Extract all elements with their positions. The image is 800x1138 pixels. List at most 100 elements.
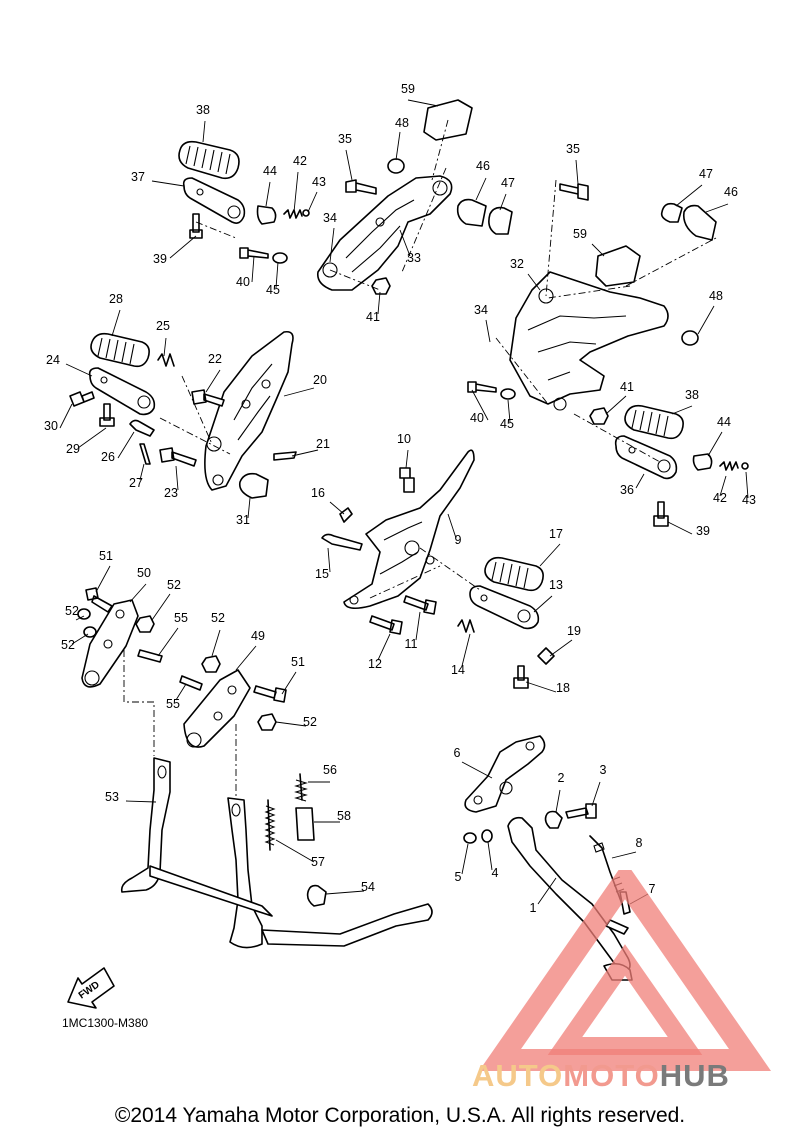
bolt-30	[69, 391, 95, 407]
callout-49: 49	[251, 629, 265, 643]
callout-40: 40	[236, 275, 250, 289]
footrest-37	[182, 177, 246, 224]
bolt-3	[565, 803, 597, 819]
collar-46-upper	[456, 198, 487, 227]
bolt-18	[513, 665, 529, 689]
callout-labels: 5948383535424443464747463734333940454159…	[44, 82, 756, 915]
callout-26: 26	[101, 450, 115, 464]
callout-27: 27	[129, 476, 143, 490]
callout-41: 41	[366, 310, 380, 324]
callout-51: 51	[291, 655, 305, 669]
callout-55: 55	[174, 611, 188, 625]
callout-50: 50	[137, 566, 151, 580]
callout-57: 57	[311, 855, 325, 869]
callout-46: 46	[724, 185, 738, 199]
callout-47: 47	[501, 176, 515, 190]
bolt-35-upper	[345, 179, 377, 195]
footrest-36	[614, 435, 678, 480]
bolt-39-right	[653, 501, 669, 527]
callout-34: 34	[323, 211, 337, 225]
leader-lines	[59, 99, 749, 905]
damper-59-right	[595, 245, 641, 287]
callout-41: 41	[620, 380, 634, 394]
bolt-11	[403, 595, 437, 615]
callout-25: 25	[156, 319, 170, 333]
callout-38: 38	[685, 388, 699, 402]
callout-52: 52	[167, 578, 181, 592]
footrest-rubber-38-right	[624, 404, 684, 440]
callout-58: 58	[337, 809, 351, 823]
bolt-19	[537, 647, 555, 665]
callout-20: 20	[313, 373, 327, 387]
footrest-rubber-38-upper	[178, 140, 240, 180]
callout-5: 5	[455, 870, 462, 884]
callout-28: 28	[109, 292, 123, 306]
callout-44: 44	[717, 415, 731, 429]
washer-48-right	[681, 330, 699, 346]
cable-guide-21	[273, 451, 297, 461]
copyright-notice: ©2014 Yamaha Motor Corporation, U.S.A. A…	[114, 1104, 686, 1127]
spring-42-upper	[283, 209, 303, 219]
callout-51: 51	[99, 549, 113, 563]
callout-48: 48	[395, 116, 409, 130]
plate-44-right	[692, 453, 713, 471]
collar-45-right	[500, 388, 516, 400]
watermark-moto: MOTO	[563, 1058, 660, 1093]
pin-15	[321, 533, 363, 551]
callout-43: 43	[312, 175, 326, 189]
bracket-9	[343, 449, 475, 610]
callout-13: 13	[549, 578, 563, 592]
callout-45: 45	[500, 417, 514, 431]
automotohub-logo	[478, 870, 772, 1071]
bracket-32	[509, 271, 669, 411]
callout-43: 43	[742, 493, 756, 507]
callout-44: 44	[263, 164, 277, 178]
logo-triangle-outer	[478, 870, 772, 1071]
washer-48-upper	[387, 158, 405, 174]
nut-52-e	[257, 713, 277, 731]
bolt-55-left	[137, 649, 163, 663]
callout-45: 45	[266, 283, 280, 297]
diagram-code: 1MC1300-M380	[62, 1016, 149, 1030]
callout-9: 9	[455, 533, 462, 547]
callout-38: 38	[196, 103, 210, 117]
callout-59: 59	[573, 227, 587, 241]
bolt-39-upper	[189, 213, 203, 239]
collar-47-upper	[488, 206, 513, 235]
spring-14	[457, 619, 475, 633]
logo-triangle-inner	[547, 944, 703, 1055]
bolt-40-upper	[239, 247, 269, 259]
watermark-text: AUTOMOTOHUB	[472, 1058, 730, 1094]
callout-19: 19	[567, 624, 581, 638]
callout-29: 29	[66, 442, 80, 456]
cover-58	[295, 807, 315, 841]
watermark-auto: AUTO	[472, 1058, 564, 1093]
callout-33: 33	[407, 251, 421, 265]
bolt-35-right	[559, 183, 589, 201]
callout-52: 52	[211, 611, 225, 625]
footrest-13	[469, 585, 540, 630]
collar-31	[238, 472, 269, 499]
bracket-49	[183, 669, 251, 748]
callout-31: 31	[236, 513, 250, 527]
cotter-pin-16	[339, 507, 353, 523]
callout-53: 53	[105, 790, 119, 804]
collar-2	[544, 810, 563, 829]
callout-12: 12	[368, 657, 382, 671]
spring-57	[264, 799, 276, 851]
callout-55: 55	[166, 697, 180, 711]
footrest-rubber-17	[484, 556, 544, 592]
callout-39: 39	[696, 524, 710, 538]
bolt-55-right	[179, 675, 203, 691]
callout-59: 59	[401, 82, 415, 96]
spring-25	[157, 353, 175, 367]
bolt-40-right	[467, 381, 497, 393]
spring-42-right	[719, 461, 739, 471]
callout-18: 18	[556, 681, 570, 695]
bolt-12	[369, 615, 403, 635]
callout-34: 34	[474, 303, 488, 317]
bracket-6	[464, 735, 546, 813]
callout-48: 48	[709, 289, 723, 303]
bolt-29	[99, 403, 115, 427]
ball-43-right	[741, 462, 749, 470]
